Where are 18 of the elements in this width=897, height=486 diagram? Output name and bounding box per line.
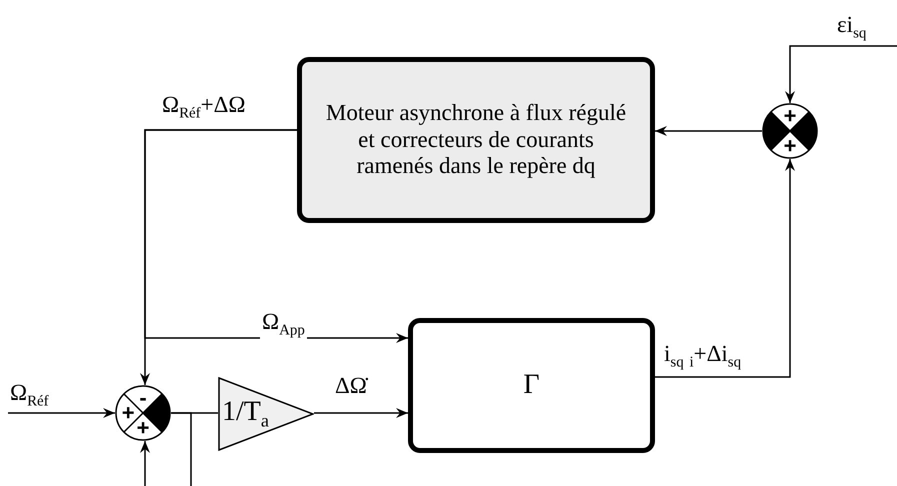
block-label: Moteur asynchrone à flux régulé et correcteurs de courants ramenés dans le repère dq xyxy=(324,100,628,180)
signal-arrow xyxy=(314,408,408,418)
sign-label: + xyxy=(784,105,796,128)
signal-arrow xyxy=(655,159,795,378)
signal-arrow xyxy=(785,45,897,103)
signal-arrow xyxy=(140,441,150,486)
block-label: Γ xyxy=(522,369,541,402)
sign-label: - xyxy=(139,387,147,410)
process-box xyxy=(297,57,655,223)
signal-arrow xyxy=(144,129,408,343)
signal-line xyxy=(171,412,192,486)
process-box xyxy=(408,318,655,453)
signal-arrow xyxy=(8,408,115,418)
sign-label: + xyxy=(122,402,135,424)
sign-label: + xyxy=(136,416,150,439)
gain-label: 1/T$_{a}$ xyxy=(222,396,269,432)
sign-label: + xyxy=(784,134,796,157)
signal-arrow xyxy=(655,126,762,136)
